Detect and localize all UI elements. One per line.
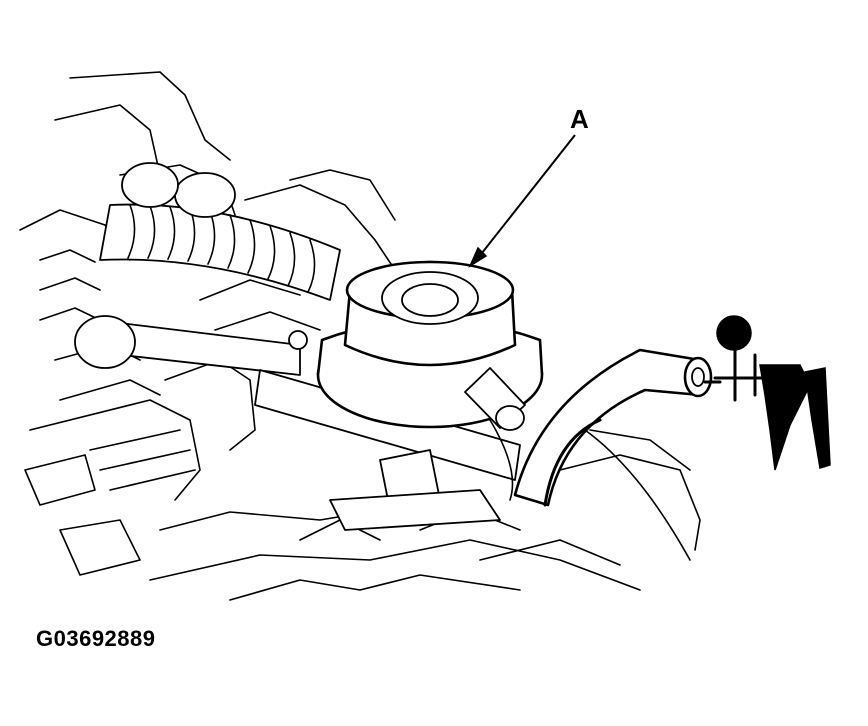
corrugated-hose xyxy=(99,162,341,301)
callout-label-a: A xyxy=(570,104,589,134)
vacuum-canister-a xyxy=(316,260,544,431)
mounting-bracket xyxy=(74,315,521,531)
callout-leader-a xyxy=(468,134,576,268)
vacuum-hose xyxy=(489,348,713,561)
vacuum-pump-icon xyxy=(703,315,831,471)
figure-id: G03692889 xyxy=(36,626,156,651)
